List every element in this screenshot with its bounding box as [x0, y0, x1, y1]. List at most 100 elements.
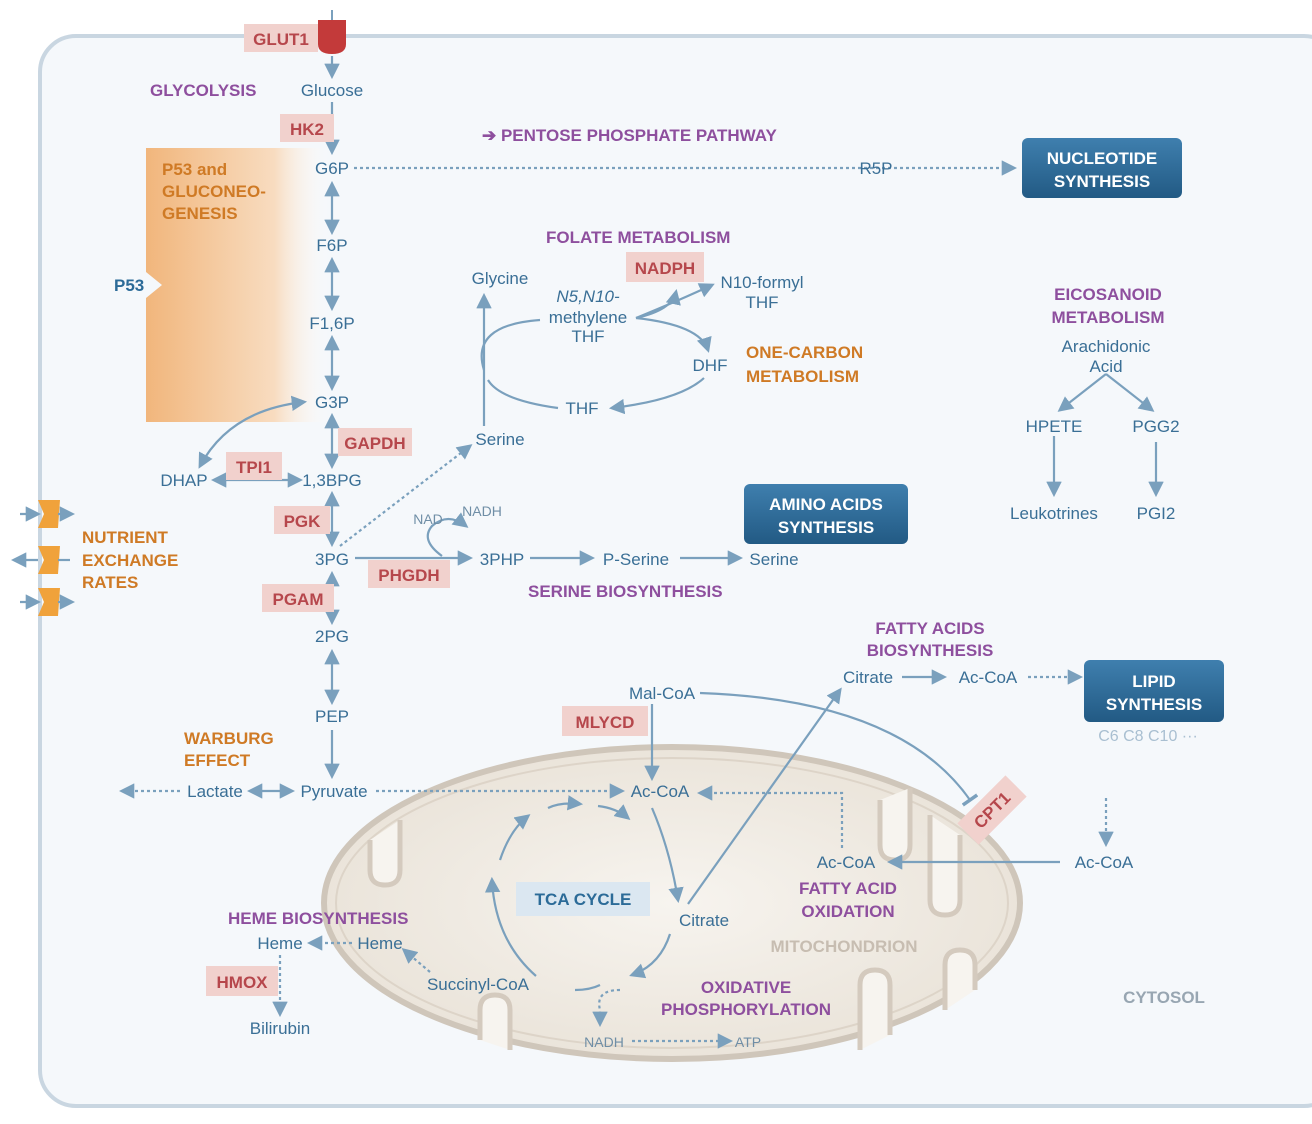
pathway-labels: GLYCOLYSIS ➔ PENTOSE PHOSPHATE PATHWAY F… — [82, 81, 1205, 1019]
metabolite-2pg: 2PG — [315, 627, 349, 646]
metabolite-r5p: R5P — [859, 159, 892, 178]
metabolite-f6p: F6P — [316, 236, 347, 255]
label-fatty-acid-oxidation: FATTY ACID — [799, 879, 897, 898]
enzyme-hmox: HMOX — [217, 973, 269, 992]
metabolite-ac-coa-cytosol: Ac-CoA — [959, 668, 1018, 687]
enzyme-tpi1: TPI1 — [236, 458, 272, 477]
label-warburg: WARBURG — [184, 729, 274, 748]
metabolite-nad: NAD — [413, 511, 443, 527]
lipid-chain-lengths: C6 C8 C10 ··· — [1098, 728, 1198, 745]
metabolite-lactate: Lactate — [187, 782, 243, 801]
lipid-synthesis-box — [1084, 660, 1224, 722]
diagram-text: SYNTHESIS — [1054, 172, 1150, 191]
label-mitochondrion: MITOCHONDRION — [770, 937, 917, 956]
diagram-text: PHOSPHORYLATION — [661, 1000, 831, 1019]
diagram-text: METABOLISM — [746, 367, 859, 386]
enzyme-nadph: NADPH — [635, 259, 695, 278]
diagram-text: methylene — [549, 308, 627, 327]
metabolite-13bpg: 1,3BPG — [302, 471, 362, 490]
metabolite-citrate-cytosol: Citrate — [843, 668, 893, 687]
metabolite-heme-mito: Heme — [357, 934, 402, 953]
metabolite-heme-cytosol: Heme — [257, 934, 302, 953]
label-folate: FOLATE METABOLISM — [546, 228, 730, 247]
diagram-text: NUCLEOTIDE — [1047, 149, 1158, 168]
label-p53: P53 — [114, 276, 144, 295]
enzyme-pgam: PGAM — [273, 590, 324, 609]
transporter-icon-2 — [38, 546, 60, 574]
metabolite-glycine: Glycine — [472, 269, 529, 288]
transporter-icon-1 — [38, 500, 60, 528]
label-fatty-acids-biosynthesis: FATTY ACIDS — [875, 619, 984, 638]
diagram-text: THF — [745, 293, 778, 312]
label-oxidative-phosphorylation: OXIDATIVE — [701, 978, 791, 997]
metabolite-nadh-mito: NADH — [584, 1034, 624, 1050]
metabolite-citrate-mito: Citrate — [679, 911, 729, 930]
metabolite-ac-coa-mito: Ac-CoA — [631, 782, 690, 801]
metabolite-pyruvate: Pyruvate — [300, 782, 367, 801]
enzymes: HK2 GAPDH TPI1 PGK PHGDH PGAM NADPH MLYC… — [206, 114, 1027, 996]
metabolite-hpete: HPETE — [1026, 417, 1083, 436]
metabolite-succinyl-coa: Succinyl-CoA — [427, 975, 530, 994]
p53-gluconeogenesis-zone — [146, 148, 330, 422]
diagram-text: THF — [571, 327, 604, 346]
metabolite-serine: Serine — [749, 550, 798, 569]
enzyme-gapdh: GAPDH — [344, 434, 405, 453]
metabolite-ac-coa-right: Ac-CoA — [1075, 853, 1134, 872]
diagram-text: TCA CYCLE — [535, 890, 632, 909]
metabolite-arachidonic-acid: Arachidonic — [1062, 337, 1151, 356]
transporter-icon-3 — [38, 588, 60, 616]
diagram-text: EFFECT — [184, 751, 251, 770]
enzyme-hk2: HK2 — [290, 120, 324, 139]
metabolite-atp: ATP — [735, 1034, 761, 1050]
diagram-text: SYNTHESIS — [778, 518, 874, 537]
label-pentose-phosphate: ➔ PENTOSE PHOSPHATE PATHWAY — [482, 126, 777, 145]
metabolite-dhf: DHF — [693, 356, 728, 375]
label-p53-gluconeogenesis: P53 and — [162, 160, 227, 179]
label-glycolysis: GLYCOLYSIS — [150, 81, 256, 100]
metabolites: Glucose G6P F6P F1,6P G3P 1,3BPG DHAP 3P… — [160, 81, 1197, 1050]
metabolite-serine-folate: Serine — [475, 430, 524, 449]
diagram-text: Acid — [1089, 357, 1122, 376]
output-boxes: NUCLEOTIDE SYNTHESIS AMINO ACIDS SYNTHES… — [516, 138, 1224, 916]
glut1-label: GLUT1 — [253, 30, 309, 49]
diagram-text: GENESIS — [162, 204, 238, 223]
metabolite-nadh: NADH — [462, 503, 502, 519]
glut1-channel-icon — [318, 20, 346, 54]
diagram-text: EXCHANGE — [82, 551, 178, 570]
diagram-text: OXIDATION — [801, 902, 894, 921]
label-cytosol: CYTOSOL — [1123, 988, 1205, 1007]
label-one-carbon: ONE-CARBON — [746, 343, 863, 362]
metabolite-pgi2: PGI2 — [1137, 504, 1176, 523]
diagram-text: BIOSYNTHESIS — [867, 641, 994, 660]
metabolite-p-serine: P-Serine — [603, 550, 669, 569]
metabolite-g6p: G6P — [315, 159, 349, 178]
metabolite-leukotrines: Leukotrines — [1010, 504, 1098, 523]
enzyme-pgk: PGK — [284, 512, 322, 531]
diagram-text: GLUCONEO- — [162, 182, 266, 201]
label-nutrient-exchange: NUTRIENT — [82, 528, 169, 547]
metabolite-bilirubin: Bilirubin — [250, 1019, 310, 1038]
metabolite-mal-coa: Mal-CoA — [629, 684, 696, 703]
metabolite-formyl-thf: N10-formyl — [720, 273, 803, 292]
metabolite-ac-coa-fao: Ac-CoA — [817, 853, 876, 872]
metabolite-dhap: DHAP — [160, 471, 207, 490]
reaction-arrows — [118, 56, 1164, 1049]
enzyme-mlycd: MLYCD — [576, 713, 635, 732]
metabolite-f16p: F1,6P — [309, 314, 354, 333]
metabolite-thf: THF — [565, 399, 598, 418]
nucleotide-synthesis-box — [1022, 138, 1182, 198]
metabolite-3pg: 3PG — [315, 550, 349, 569]
amino-acids-synthesis-box — [744, 484, 908, 544]
metabolite-3php: 3PHP — [480, 550, 524, 569]
enzyme-phgdh: PHGDH — [378, 566, 439, 585]
metabolite-pgg2: PGG2 — [1132, 417, 1179, 436]
nutrient-transporters — [10, 500, 76, 616]
metabolite-g3p: G3P — [315, 393, 349, 412]
metabolite-glucose: Glucose — [301, 81, 363, 100]
diagram-text: AMINO ACIDS — [769, 495, 883, 514]
label-eicosanoid: EICOSANOID — [1054, 285, 1162, 304]
diagram-text: SYNTHESIS — [1106, 695, 1202, 714]
diagram-text: METABOLISM — [1051, 308, 1164, 327]
